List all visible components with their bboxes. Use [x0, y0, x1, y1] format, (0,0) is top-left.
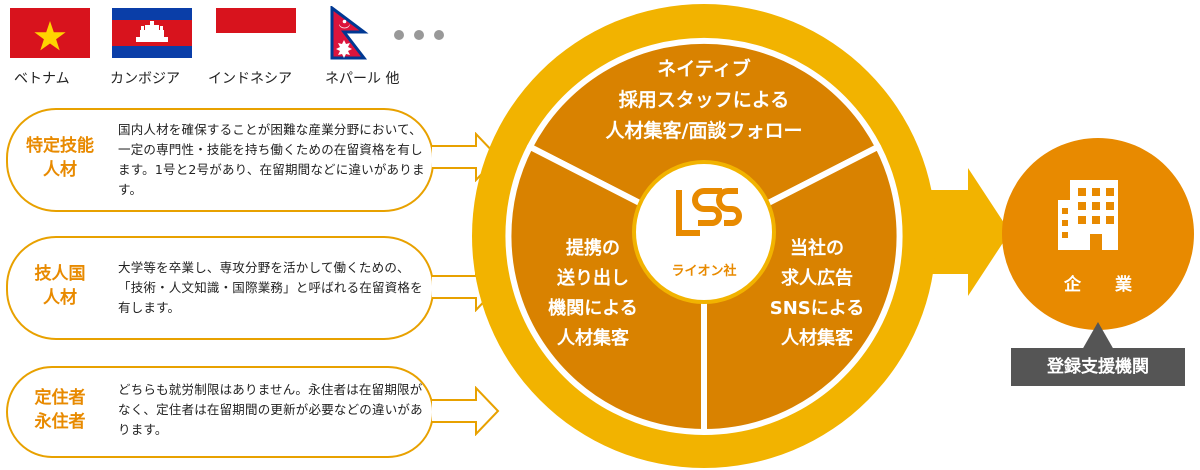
visa-card-engineer-humanities: 技人国 人材 大学等を卒業し、専攻分野を活かして働くための、「技術・人文知識・国…: [6, 236, 434, 340]
segment-right-text: 当社の 求人広告 SNSによる 人材集客: [769, 238, 865, 349]
country-label-vietnam: ベトナム: [14, 71, 70, 87]
country-label-cambodia: カンボジア: [110, 71, 180, 87]
country-label-indonesia: インドネシア: [208, 71, 292, 87]
vietnam-flag-icon: [10, 8, 90, 58]
visa-description: どちらも就労制限はありません。永住者は在留期限がなく、定住者は在留期間の更新が必…: [118, 382, 423, 437]
visa-description: 国内人材を確保することが困難な産業分野において、一定の専門性・技能を持ち働くため…: [118, 122, 425, 197]
segment-top-text: ネイティブ 採用スタッフによる 人材集客/面談フォロー: [605, 58, 803, 142]
visa-title: 特定技能 人材: [26, 136, 94, 180]
center-logo-circle: [632, 160, 776, 304]
more-countries-icon: [394, 30, 444, 40]
country-label-nepal: ネパール 他: [325, 71, 400, 87]
cambodia-flag-icon: [112, 8, 192, 58]
indonesia-flag-icon: [216, 8, 296, 58]
registration-support-org-label: 登録支援機関: [1011, 348, 1185, 386]
pointer-triangle: [1082, 322, 1114, 350]
nepal-flag-icon: [330, 6, 369, 60]
segment-top: [526, 37, 882, 239]
visa-description: 大学等を卒業し、専攻分野を活かして働くための、「技術・人文知識・国際業務」と呼ば…: [118, 260, 423, 315]
visa-card-resident: 定住者 永住者 どちらも就労制限はありません。永住者は在留期限がなく、定住者は在…: [6, 366, 434, 458]
visa-title: 技人国 人材: [34, 264, 86, 308]
company-label: 企 業: [1064, 275, 1146, 295]
segment-left-text: 提携の 送り出し 機関による 人材集客: [548, 238, 638, 349]
flow-arrow-to-company: [910, 168, 1010, 296]
center-company-name: ライオン社: [671, 264, 737, 279]
lion-company-logo-icon: [676, 188, 742, 236]
visa-card-specified-skilled: 特定技能 人材 国内人材を確保することが困難な産業分野において、一定の専門性・技…: [6, 108, 434, 212]
office-building-icon: [1058, 180, 1118, 250]
visa-title: 定住者 永住者: [34, 388, 86, 432]
arrow-right-icon: [432, 386, 500, 436]
